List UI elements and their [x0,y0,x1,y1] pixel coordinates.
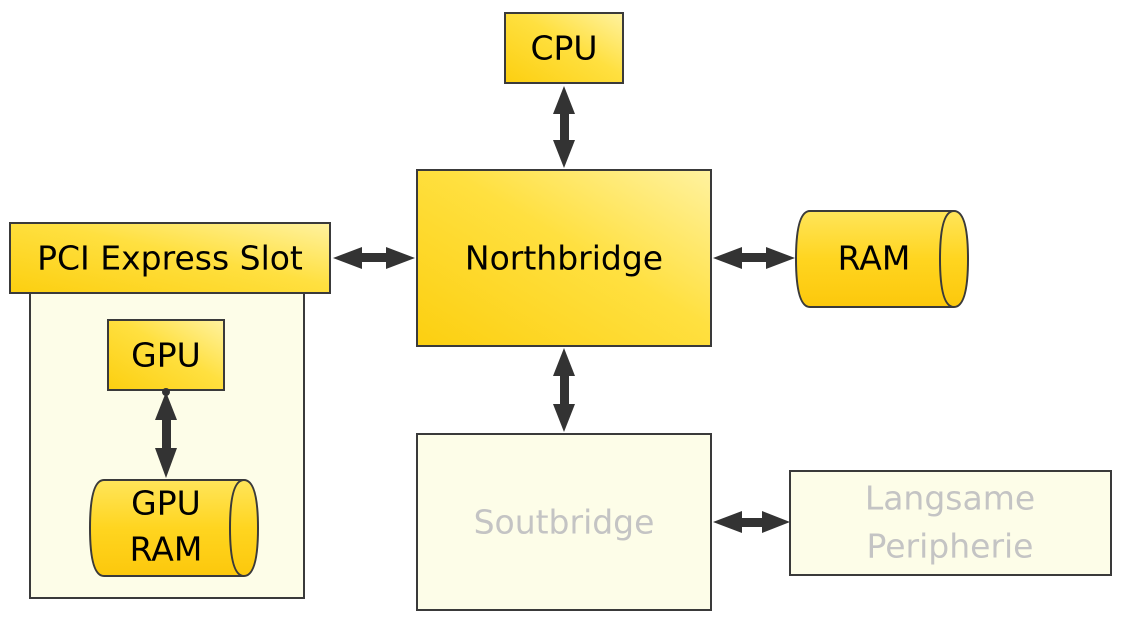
arrow-northbridge-southbridge [553,348,575,432]
peripherals-label-line2: Peripherie [867,527,1034,566]
arrow-southbridge-peripherals [713,511,790,533]
southbridge-node: Soutbridge [416,433,712,611]
gpu-ram-node: GPU RAM [88,479,260,577]
gpu-ram-label-line1: GPU [131,484,201,523]
northbridge-node: Northbridge [416,169,712,347]
cpu-node: CPU [504,12,624,84]
pci-express-slot-label: PCI Express Slot [37,239,303,278]
arrow-pci-northbridge [333,247,415,269]
cpu-label: CPU [530,29,597,68]
gpu-label: GPU [131,336,201,375]
ram-node: RAM [794,210,970,308]
pci-express-slot-node: PCI Express Slot [9,222,331,294]
northbridge-label: Northbridge [465,239,663,278]
peripherals-node: Langsame Peripherie [789,470,1112,576]
peripherals-label-line1: Langsame [865,479,1035,518]
arrow-cpu-northbridge [553,86,575,168]
gpu-ram-label-line2: RAM [130,530,203,569]
gpu-node: GPU [107,319,225,391]
southbridge-label: Soutbridge [474,503,655,542]
arrow-northbridge-ram [713,247,795,269]
ram-label: RAM [838,239,911,278]
arrow-gpu-gpuram [155,388,177,478]
